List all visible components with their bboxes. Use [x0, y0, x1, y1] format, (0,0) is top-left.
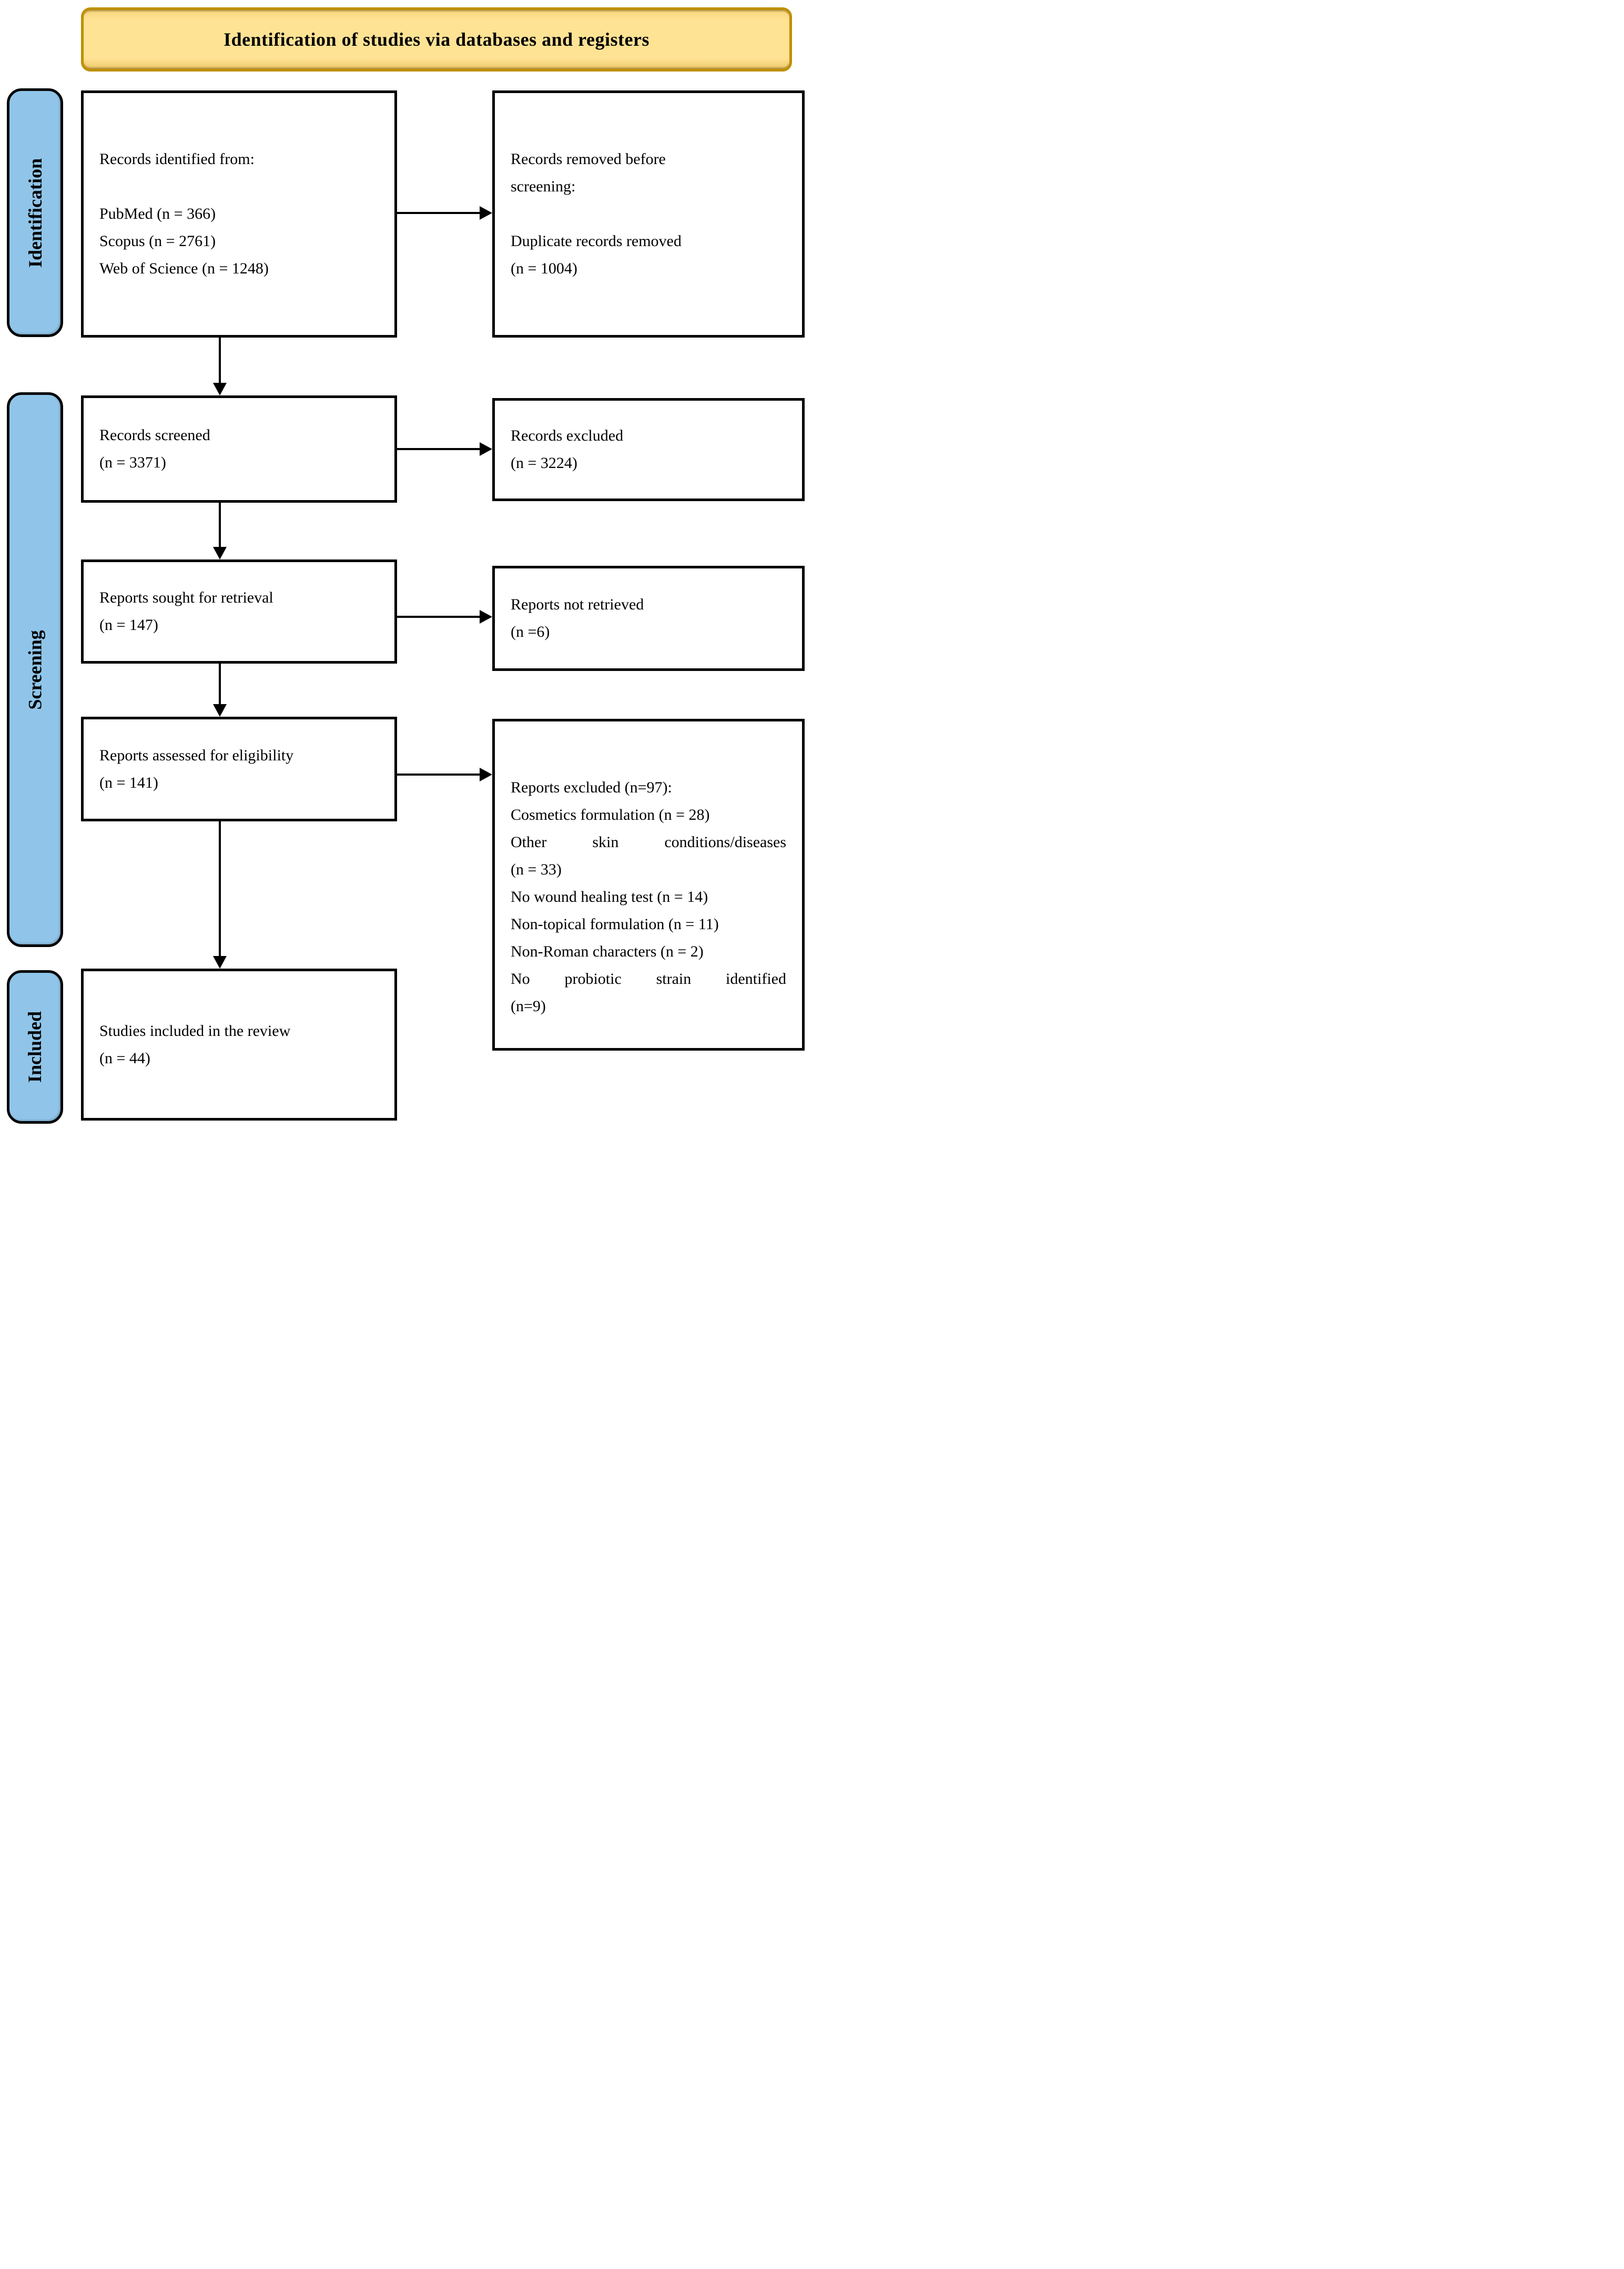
text-line: Reports not retrieved	[511, 596, 644, 613]
arrow-stem	[219, 821, 221, 957]
arrow-stem	[397, 616, 481, 618]
text-line: Non-topical formulation (n = 11)	[511, 915, 719, 933]
phase-label-text: Included	[24, 1011, 46, 1083]
box-records-removed-before-screening: Records removed before screening: Duplic…	[492, 90, 805, 338]
arrow-stem	[397, 212, 481, 214]
arrow-head-down-icon	[213, 547, 227, 559]
text-line: Records removed before	[511, 150, 666, 168]
text-line: No probiotic strain identified	[511, 970, 786, 988]
arrow-stem	[219, 503, 221, 548]
box-reports-assessed: Reports assessed for eligibility (n = 14…	[81, 717, 397, 821]
arrow-stem	[219, 664, 221, 706]
text-line: Records identified from:	[99, 150, 255, 168]
text-line: Reports excluded (n=97):	[511, 779, 672, 796]
text-line: (n = 1004)	[511, 260, 577, 277]
phase-label-included: Included	[7, 970, 63, 1124]
text-line: Studies included in the review	[99, 1022, 291, 1040]
text-line: Duplicate records removed	[511, 232, 682, 250]
phase-label-identification: Identification	[7, 88, 63, 337]
text-line: Other skin conditions/diseases	[511, 833, 786, 851]
box-records-excluded: Records excluded (n = 3224)	[492, 398, 805, 501]
text-line: Scopus (n = 2761)	[99, 232, 216, 250]
text-line: Records excluded	[511, 427, 624, 444]
prisma-flow-diagram: Identification of studies via databases …	[0, 0, 812, 1135]
text-line: Non-Roman characters (n = 2)	[511, 943, 704, 960]
text-line: PubMed (n = 366)	[99, 205, 216, 222]
box-reports-not-retrieved: Reports not retrieved (n =6)	[492, 566, 805, 671]
text-line: screening:	[511, 178, 576, 195]
arrow-head-down-icon	[213, 383, 227, 395]
phase-label-text: Identification	[24, 158, 46, 268]
text-line: (n=9)	[511, 998, 546, 1015]
arrow-head-right-icon	[480, 768, 492, 781]
text-line: Reports sought for retrieval	[99, 589, 273, 606]
text-line: (n = 3371)	[99, 454, 166, 471]
box-reports-excluded-reasons: Reports excluded (n=97): Cosmetics formu…	[492, 719, 805, 1051]
text-line: (n = 33)	[511, 861, 562, 878]
diagram-title: Identification of studies via databases …	[224, 29, 649, 50]
arrow-stem	[397, 448, 481, 450]
phase-label-text: Screening	[24, 629, 46, 710]
phase-label-screening: Screening	[7, 392, 63, 947]
text-line: (n = 147)	[99, 616, 158, 634]
text-line: Reports assessed for eligibility	[99, 746, 294, 764]
box-records-identified: Records identified from: PubMed (n = 366…	[81, 90, 397, 338]
arrow-stem	[397, 774, 481, 776]
box-records-screened: Records screened (n = 3371)	[81, 395, 397, 503]
arrow-head-right-icon	[480, 610, 492, 624]
text-line: Cosmetics formulation (n = 28)	[511, 806, 710, 823]
arrow-head-down-icon	[213, 704, 227, 717]
text-line: Web of Science (n = 1248)	[99, 260, 269, 277]
text-line: Records screened	[99, 426, 210, 444]
box-reports-sought: Reports sought for retrieval (n = 147)	[81, 559, 397, 664]
text-line: (n = 44)	[99, 1049, 150, 1067]
diagram-title-banner: Identification of studies via databases …	[81, 7, 792, 72]
text-line: (n =6)	[511, 623, 550, 640]
arrow-head-right-icon	[480, 442, 492, 456]
arrow-stem	[219, 338, 221, 385]
text-line: (n = 141)	[99, 774, 158, 791]
box-studies-included: Studies included in the review (n = 44)	[81, 969, 397, 1121]
arrow-head-right-icon	[480, 206, 492, 220]
text-line: No wound healing test (n = 14)	[511, 888, 708, 905]
text-line: (n = 3224)	[511, 454, 577, 472]
arrow-head-down-icon	[213, 956, 227, 969]
